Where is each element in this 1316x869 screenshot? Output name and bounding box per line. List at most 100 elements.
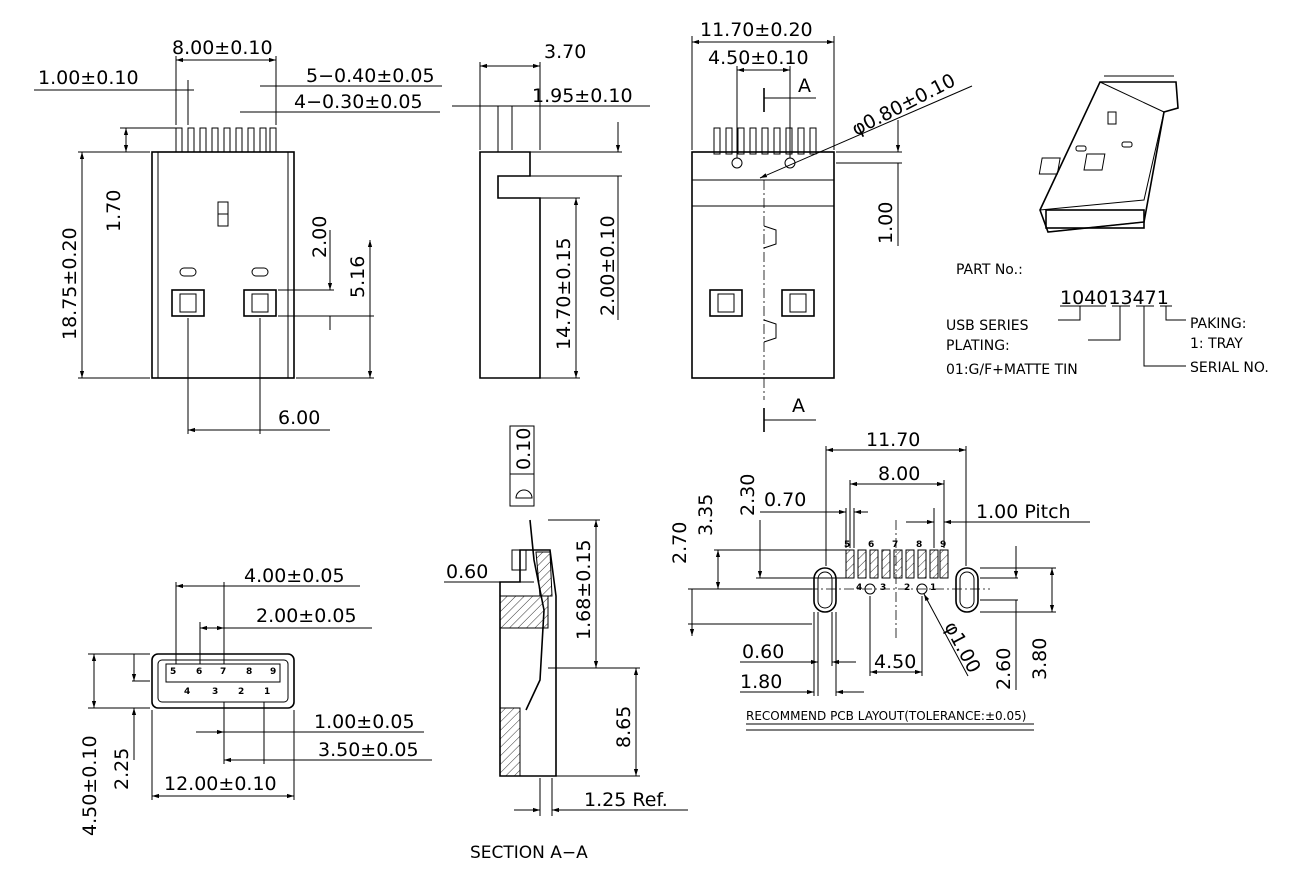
pcb-pin-4: 4 bbox=[856, 583, 862, 593]
side-profile bbox=[479, 151, 541, 379]
peg-label: φ0.80±0.10 bbox=[848, 70, 959, 141]
pcb-slot-width-label: 1.80 bbox=[740, 671, 782, 693]
flatness-box bbox=[509, 425, 535, 507]
pcb-layout: 5 6 7 8 9 4 3 2 1 bbox=[669, 429, 1090, 731]
end-view: 5 6 7 8 9 4 3 2 1 4.00±0.05 2.00±0.05 bbox=[79, 565, 432, 836]
step-label: 2.00±0.10 bbox=[597, 215, 619, 316]
part-no-title: PART No.: bbox=[956, 262, 1023, 278]
serial-label: SERIAL NO. bbox=[1190, 360, 1269, 376]
total-label: 3.70 bbox=[544, 41, 586, 63]
end-pin-8: 8 bbox=[246, 667, 252, 677]
pcb-pitch-label: 1.00 Pitch bbox=[976, 501, 1071, 523]
pcb-pin-3: 3 bbox=[880, 583, 886, 593]
section-caption: SECTION A−A bbox=[470, 843, 588, 863]
hole-height-label: 2.00 bbox=[309, 216, 331, 258]
end-pin-5: 5 bbox=[170, 667, 176, 677]
end-pin-labels-bottom: 4 3 2 1 bbox=[184, 687, 270, 697]
series-label: USB SERIES bbox=[946, 318, 1029, 334]
total-height-label: 4.50±0.10 bbox=[79, 735, 101, 836]
end-pin-7: 7 bbox=[220, 667, 226, 677]
end-pin-3: 3 bbox=[212, 687, 218, 697]
pcb-width-label: 11.70 bbox=[866, 429, 920, 451]
front-window-left bbox=[709, 289, 743, 317]
span-label: 8.00±0.10 bbox=[172, 37, 273, 59]
pcb-pin-1: 1 bbox=[930, 583, 936, 593]
pin-length-label: 1.70 bbox=[103, 190, 125, 232]
front-window-right bbox=[781, 289, 815, 317]
end-pin-1: 1 bbox=[264, 687, 270, 697]
pcb-pin-8: 8 bbox=[916, 540, 922, 550]
section-mark-bottom: A bbox=[792, 395, 805, 417]
pcb-hole-span-label: 4.50 bbox=[874, 651, 916, 673]
peg-left bbox=[731, 157, 743, 169]
pcb-pin-9: 9 bbox=[940, 540, 946, 550]
pin4-label: 4−0.30±0.05 bbox=[294, 91, 423, 113]
front-pin-row bbox=[713, 127, 817, 155]
lead-label: 0.60 bbox=[446, 561, 488, 583]
packing-label: PAKING: bbox=[1190, 316, 1246, 332]
total-width-label: 12.00±0.10 bbox=[164, 773, 277, 795]
offset-label: 1.95±0.10 bbox=[532, 85, 633, 107]
section-view: 0.10 0.60 1.68±0.15 8.65 1.25 Ref. SECTI… bbox=[444, 425, 688, 863]
pcb-pad-row bbox=[845, 549, 949, 579]
pcb-caption: RECOMMEND PCB LAYOUT(TOLERANCE:±0.05) bbox=[746, 709, 1026, 723]
latch-window-left bbox=[171, 289, 205, 317]
oval-mark-left bbox=[179, 267, 197, 277]
height-label: 1.68±0.15 bbox=[573, 539, 595, 640]
latch-window-right bbox=[243, 289, 277, 317]
pin5-label: 5−0.40±0.05 bbox=[306, 65, 435, 87]
depth-label: 8.65 bbox=[613, 706, 635, 748]
pcb-dim-335: 3.35 bbox=[695, 494, 717, 536]
end-pin-9: 9 bbox=[270, 667, 276, 677]
pcb-pad-label: 0.70 bbox=[764, 489, 806, 511]
iso-window-left bbox=[1038, 157, 1061, 175]
side-view: 3.70 1.95±0.10 14.70±0.15 2.00±0.10 bbox=[452, 41, 650, 379]
ref-label: 1.25 Ref. bbox=[584, 789, 668, 811]
pcb-dim-230: 2.30 bbox=[737, 474, 759, 516]
pcb-hole-width-label: 0.60 bbox=[742, 641, 784, 663]
pcb-dim-270: 2.70 bbox=[669, 522, 691, 564]
plating-value: 01:G/F+MATTE TIN bbox=[946, 362, 1078, 378]
pcb-pin-labels-bottom: 4 3 2 1 bbox=[856, 583, 936, 593]
part-number-info: PART No.: 104013471 USB SERIES PLATING: … bbox=[946, 262, 1269, 378]
isometric-view bbox=[1038, 75, 1179, 233]
inner-width-label: 4.00±0.05 bbox=[244, 565, 345, 587]
front-view: 11.70±0.20 4.50±0.10 A A φ0.80±0.10 1.00 bbox=[691, 19, 973, 432]
body-length-label: 18.75±0.20 bbox=[59, 227, 81, 340]
end-pin-6: 6 bbox=[196, 667, 202, 677]
oval-mark-right bbox=[251, 267, 269, 277]
flatness-value: 0.10 bbox=[513, 428, 535, 470]
pin-row bbox=[175, 127, 277, 153]
top-view: 8.00±0.10 1.00±0.10 5−0.40±0.05 4−0.30±0… bbox=[34, 37, 442, 434]
pcb-dim-380: 3.80 bbox=[1029, 638, 1051, 680]
pin-width-label: 1.00±0.05 bbox=[314, 711, 415, 733]
pcb-span-label: 8.00 bbox=[878, 463, 920, 485]
peg-pos-label: 1.00 bbox=[875, 202, 897, 244]
iso-opening bbox=[1045, 209, 1145, 229]
inner-height-label: 2.00±0.05 bbox=[256, 605, 357, 627]
section-hatch-upper bbox=[499, 595, 549, 629]
pcb-dim-260: 2.60 bbox=[993, 648, 1015, 690]
packing-value: 1: TRAY bbox=[1190, 336, 1243, 352]
pcb-pin-5: 5 bbox=[844, 540, 850, 550]
end-pin-2: 2 bbox=[238, 687, 244, 697]
pitch-label: 1.00±0.10 bbox=[38, 67, 139, 89]
width-label: 11.70±0.20 bbox=[700, 19, 813, 41]
pcb-pin-6: 6 bbox=[868, 540, 874, 550]
slot-right bbox=[955, 567, 979, 613]
pcb-pin-2: 2 bbox=[904, 583, 910, 593]
half-height-label: 2.25 bbox=[111, 748, 133, 790]
section-mark-top: A bbox=[798, 75, 811, 97]
end-outer bbox=[151, 653, 295, 709]
pcb-pin-7: 7 bbox=[892, 540, 898, 550]
plating-label: PLATING: bbox=[946, 338, 1010, 354]
pcb-pin-labels-top: 5 6 7 8 9 bbox=[844, 540, 946, 550]
pin-span-label: 3.50±0.05 bbox=[318, 739, 419, 761]
hole-pos-label: 5.16 bbox=[347, 256, 369, 298]
plug-body-outline bbox=[151, 151, 295, 379]
slot-left bbox=[813, 567, 837, 613]
half-label: 4.50±0.10 bbox=[708, 47, 809, 69]
hole-span-label: 6.00 bbox=[278, 407, 320, 429]
front-body-outline bbox=[691, 151, 835, 379]
